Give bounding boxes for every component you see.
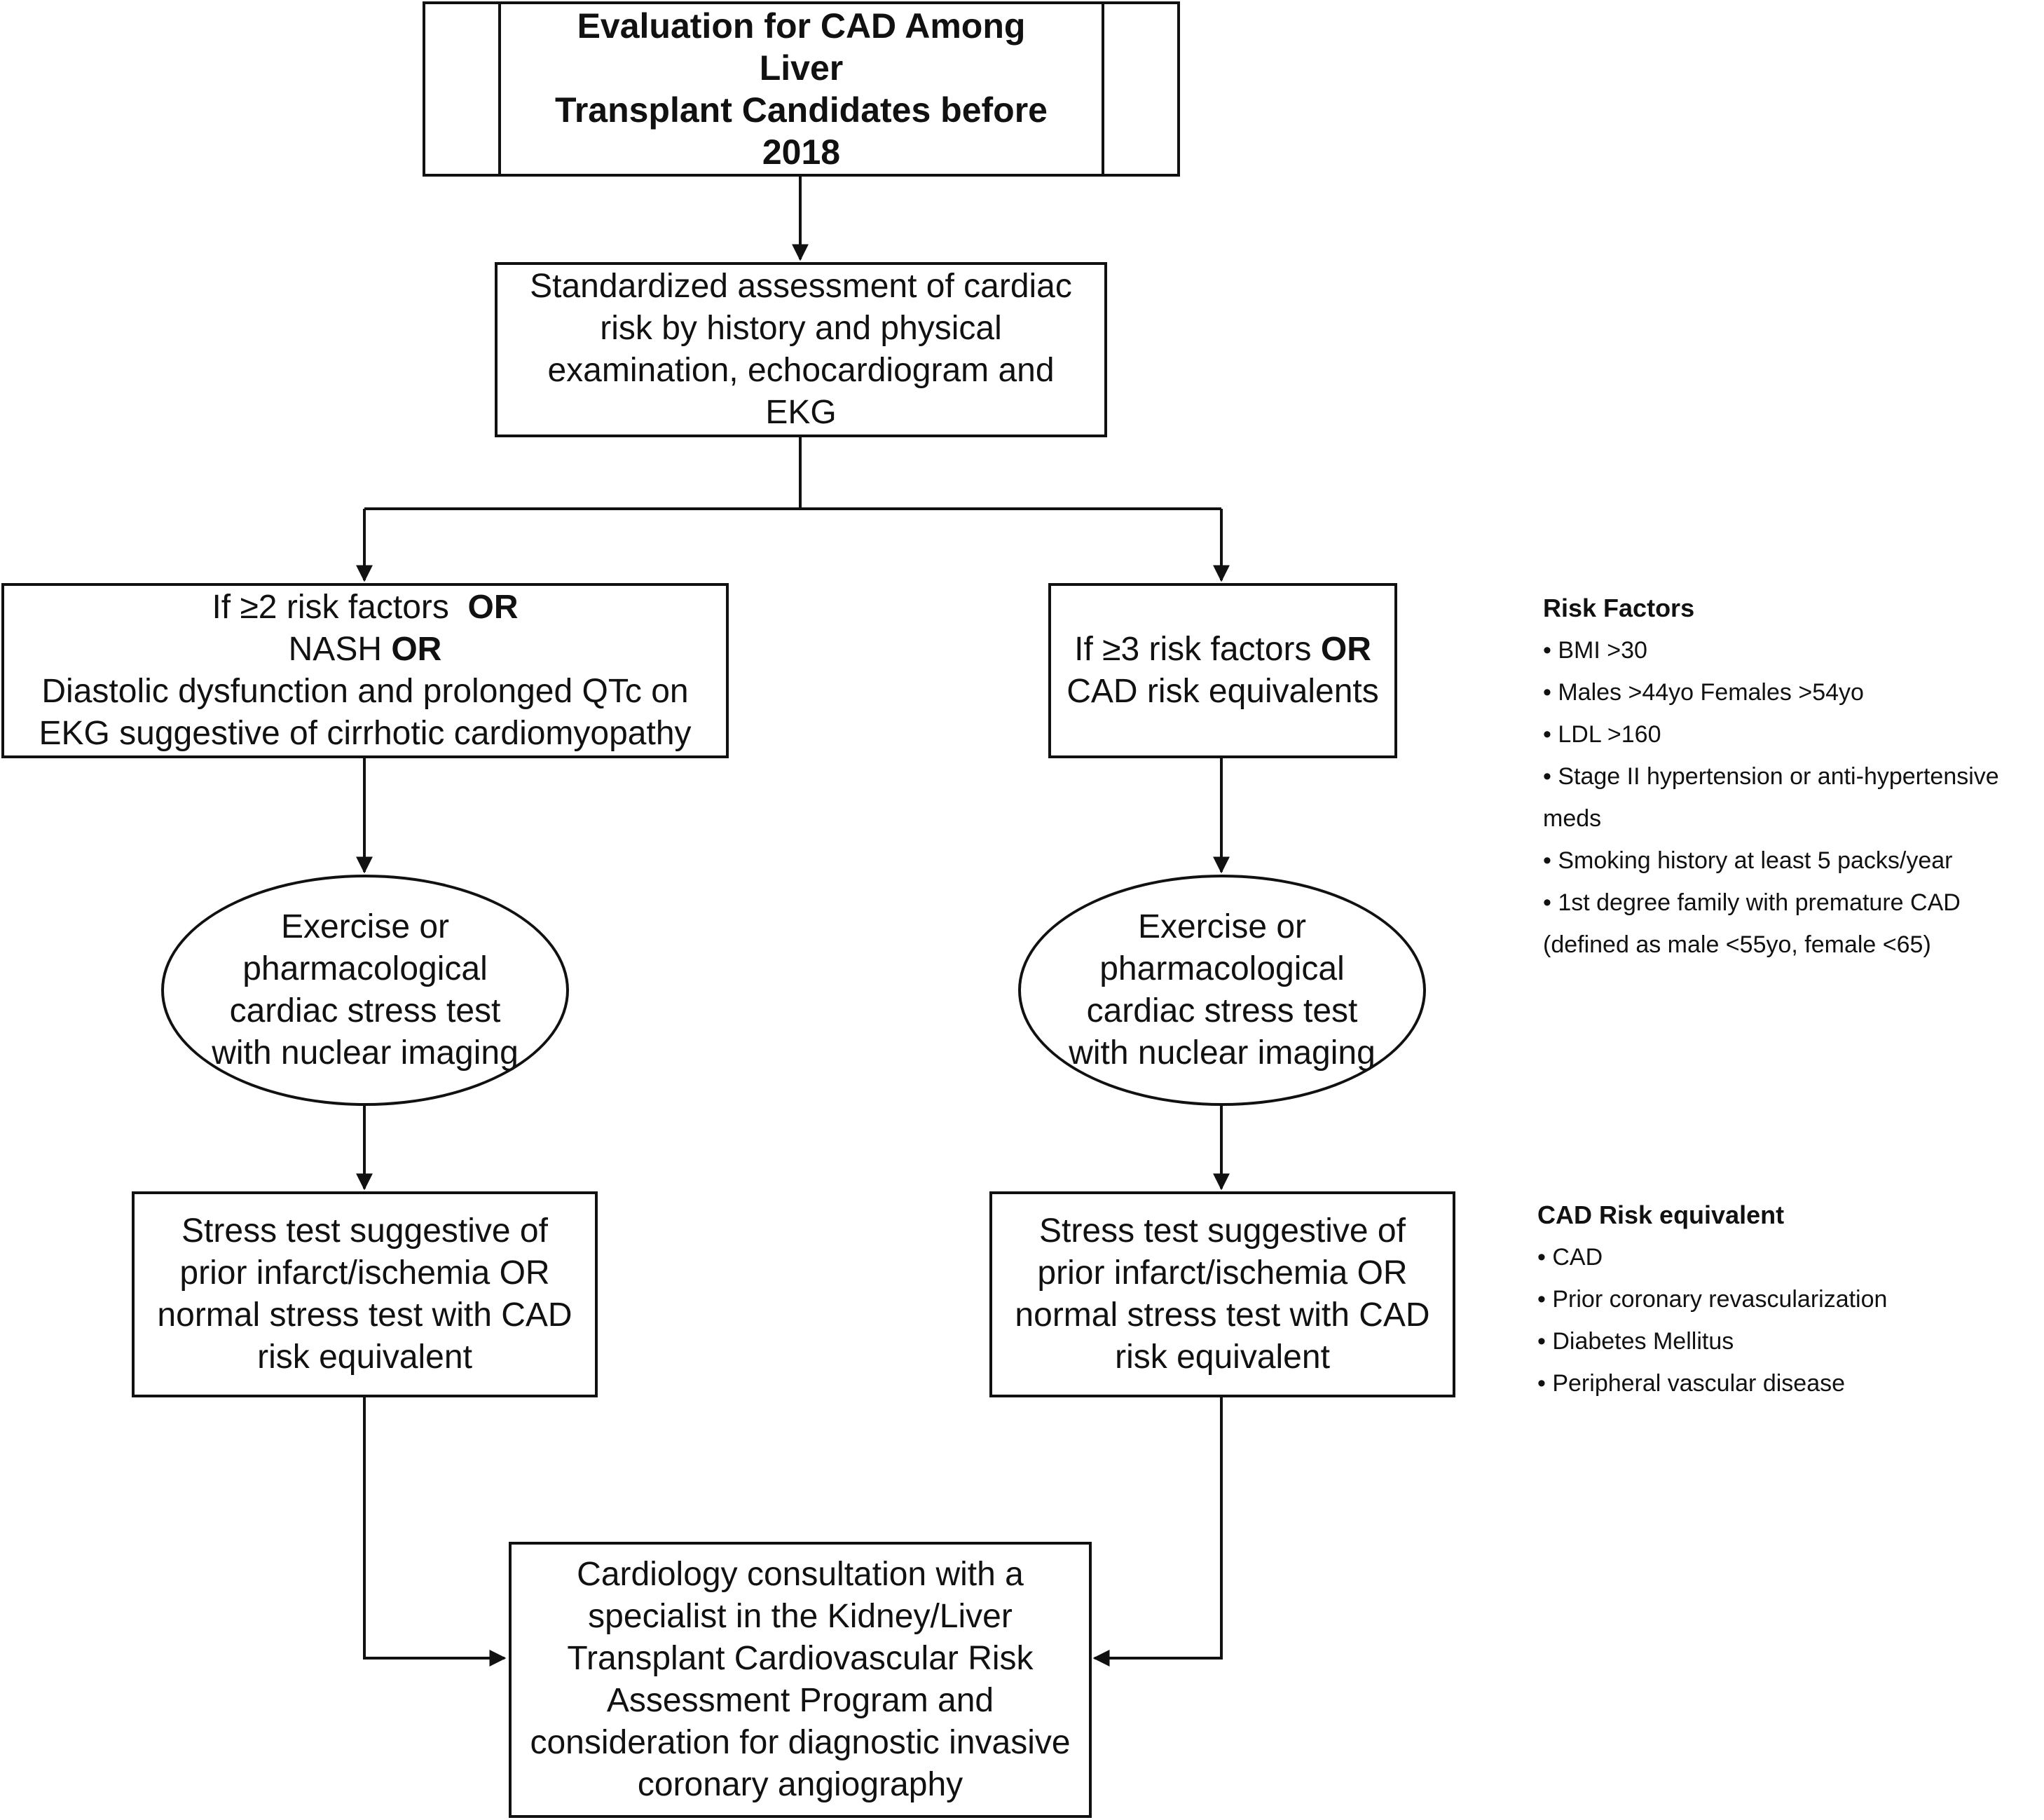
arrow-right-result-to-consult	[1092, 1397, 1223, 1667]
risk-factor-item: • Males >44yo Females >54yo	[1543, 679, 1864, 706]
risk-factors-panel: Risk Factors • BMI >30 • Males >44yo Fem…	[1543, 587, 2042, 966]
left-criteria-or-2: OR	[391, 631, 442, 668]
cad-risk-equivalent-heading: CAD Risk equivalent	[1537, 1200, 1785, 1229]
cad-risk-equivalent-item: • Prior coronary revascularization	[1537, 1286, 1888, 1313]
cad-risk-equivalent-item: • Diabetes Mellitus	[1537, 1328, 1734, 1355]
right-criteria-or: OR	[1320, 631, 1371, 668]
left-criteria-box: If ≥2 risk factors OR NASH OR Diastolic …	[1, 583, 729, 758]
risk-factor-item: • Stage II hypertension or anti-hyperten…	[1543, 763, 1999, 832]
left-result-box: Stress test suggestive of prior infarct/…	[132, 1191, 598, 1397]
cad-risk-equivalent-item: • CAD	[1537, 1244, 1603, 1271]
consultation-box: Cardiology consultation with a specialis…	[509, 1542, 1092, 1818]
left-criteria-line-3: Diastolic dysfunction and prolonged QTc …	[39, 673, 692, 752]
left-result-text: Stress test suggestive of prior infarct/…	[157, 1212, 572, 1376]
assessment-text: Standardized assessment of cardiac risk …	[530, 268, 1072, 431]
right-result-text: Stress test suggestive of prior infarct/…	[1015, 1212, 1430, 1376]
left-criteria-or-1: OR	[467, 589, 519, 626]
risk-factor-item: • BMI >30	[1543, 637, 1647, 664]
risk-factors-heading: Risk Factors	[1543, 594, 1695, 622]
cad-risk-equivalent-panel: CAD Risk equivalent • CAD • Prior corona…	[1537, 1194, 2028, 1404]
title-line-1: Evaluation for CAD Among Liver	[577, 6, 1026, 88]
title-box-left-bar	[498, 4, 501, 174]
risk-factor-item: • LDL >160	[1543, 721, 1661, 748]
right-stress-test-text: Exercise or pharmacological cardiac stre…	[1069, 908, 1376, 1072]
title-box-right-bar	[1102, 4, 1104, 174]
left-stress-test-oval: Exercise or pharmacological cardiac stre…	[161, 875, 569, 1106]
left-stress-test-text: Exercise or pharmacological cardiac stre…	[212, 908, 519, 1072]
right-result-box: Stress test suggestive of prior infarct/…	[989, 1191, 1455, 1397]
title-box: Evaluation for CAD Among Liver Transplan…	[423, 1, 1180, 177]
title-line-2: Transplant Candidates before 2018	[555, 90, 1048, 172]
arrow-left-result-to-consult	[363, 1397, 507, 1667]
right-criteria-line-2: CAD risk equivalents	[1066, 673, 1379, 710]
left-criteria-line-2: NASH	[288, 631, 382, 668]
right-criteria-box: If ≥3 risk factors OR CAD risk equivalen…	[1048, 583, 1397, 758]
risk-factor-item: • 1st degree family with premature CAD (…	[1543, 889, 1961, 958]
assessment-box: Standardized assessment of cardiac risk …	[495, 262, 1107, 437]
consultation-text: Cardiology consultation with a specialis…	[530, 1556, 1071, 1803]
cad-risk-equivalent-item: • Peripheral vascular disease	[1537, 1370, 1846, 1397]
risk-factor-item: • Smoking history at least 5 packs/year	[1543, 847, 1953, 874]
right-criteria-line-1: If ≥3 risk factors	[1074, 631, 1312, 668]
right-stress-test-oval: Exercise or pharmacological cardiac stre…	[1018, 875, 1426, 1106]
left-criteria-line-1: If ≥2 risk factors	[212, 589, 449, 626]
